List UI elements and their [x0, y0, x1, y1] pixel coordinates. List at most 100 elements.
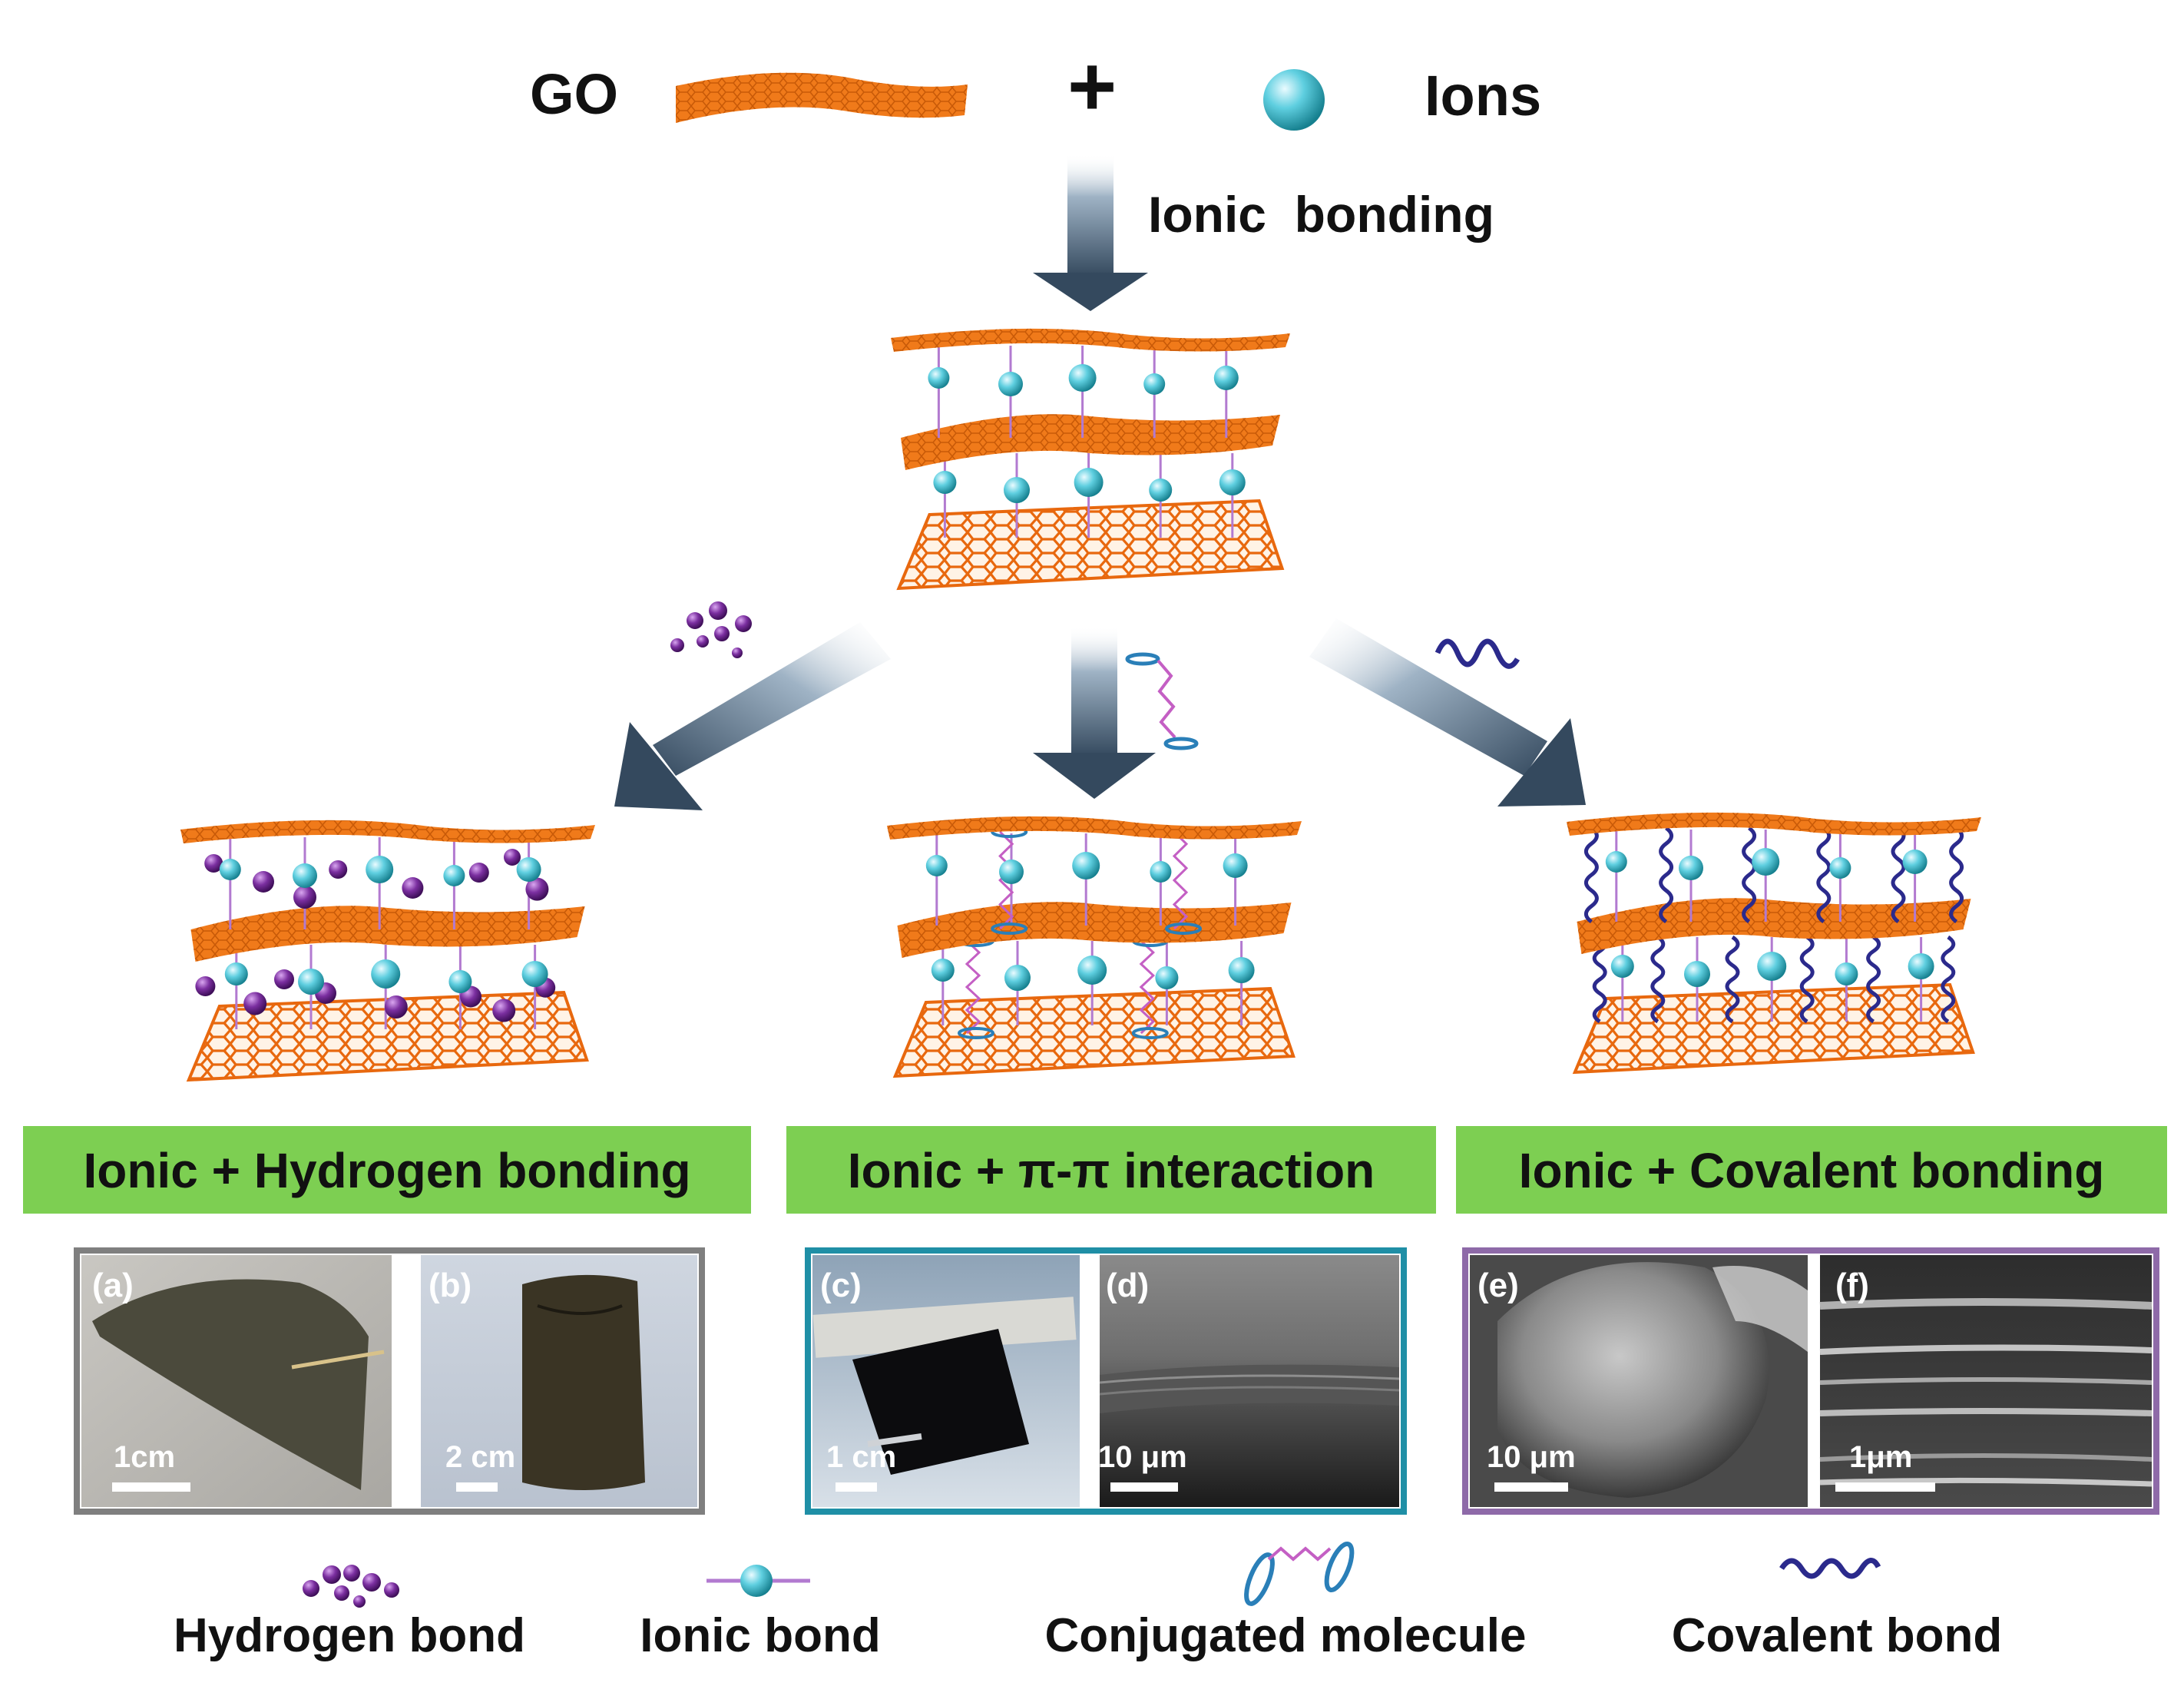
aromatic-ring — [1165, 922, 1202, 935]
ion-sphere — [1605, 851, 1627, 873]
category-title: Ionic + Covalent bonding — [1519, 1143, 2105, 1198]
hydrogen-bond-reagent-icon — [670, 601, 752, 658]
scale-bar — [1110, 1482, 1178, 1492]
ion-sphere — [1219, 469, 1246, 495]
ion-sphere — [1004, 965, 1031, 991]
hydrogen-sphere — [329, 860, 348, 879]
ion-sphere — [1004, 477, 1030, 503]
category-hydrogen: Ionic + Hydrogen bonding — [23, 1126, 751, 1214]
ionic-bonding-arrow — [1033, 154, 1148, 311]
conjugated-molecule-icon — [1244, 1541, 1355, 1606]
ion-sphere — [366, 856, 394, 883]
covalent-chain — [1816, 826, 1832, 924]
ion-sphere — [293, 863, 317, 888]
hydrogen-sphere — [384, 995, 408, 1019]
covalent-chain — [1725, 935, 1740, 1024]
scale-label: 10 μm — [1487, 1440, 1576, 1474]
ionic-bonding-step-label: Ionic bonding — [1148, 186, 1494, 243]
panel-group-hydrogen: (a) 1cm (b) 2 cm — [74, 1247, 705, 1515]
covalent-chain — [1799, 935, 1815, 1024]
legend-label: Ionic bond — [640, 1609, 880, 1662]
ion-sphere — [925, 855, 948, 876]
ion-sphere — [1155, 966, 1179, 989]
photo-panel-a: (a) 1cm — [81, 1255, 392, 1507]
panel-group-pi-pi: (c) 1 cm (d) 10 μm — [805, 1247, 1407, 1515]
ion-sphere-rod-icon — [706, 1565, 810, 1597]
go-sheet-icon — [676, 72, 968, 123]
scale-label: 1cm — [114, 1440, 175, 1474]
hydrogen-sphere — [253, 871, 274, 893]
category-title: Ionic + Hydrogen bonding — [83, 1143, 690, 1198]
covalent-chain — [1891, 826, 1906, 924]
legend-item-ionic: Ionic bond — [640, 1565, 881, 1662]
hydrogen-sphere — [525, 877, 549, 901]
scale-label: 2 cm — [445, 1440, 515, 1474]
panel-id: (d) — [1106, 1267, 1149, 1304]
hydrogen-sphere — [274, 969, 294, 989]
scale-label: 10 μm — [1098, 1440, 1187, 1474]
hydrogen-ionic-stack — [180, 820, 595, 1082]
legend-label: Hydrogen bond — [174, 1609, 525, 1662]
conjugated-linker — [1139, 939, 1155, 1035]
ion-sphere — [516, 857, 541, 882]
legend-item-covalent: Covalent bond — [1672, 1558, 2002, 1662]
hydrogen-sphere — [243, 992, 267, 1015]
ions-label: Ions — [1425, 64, 1541, 128]
conjugated-linker — [998, 830, 1014, 930]
scale-bar — [456, 1482, 498, 1492]
covalent-chain — [1866, 935, 1881, 1024]
scale-bar — [836, 1482, 877, 1492]
photo-panel-c: (c) 1 cm — [812, 1255, 1080, 1507]
hydrogen-sphere — [504, 849, 521, 866]
hydrogen-sphere — [732, 648, 743, 658]
ion-sphere — [1072, 852, 1100, 879]
ion-sphere — [448, 970, 472, 993]
ion-sphere — [931, 959, 955, 982]
scale-label: 1 cm — [826, 1440, 896, 1474]
ion-sphere — [371, 959, 401, 989]
ion-sphere — [999, 860, 1024, 884]
legend-label: Conjugated molecule — [1045, 1609, 1527, 1662]
covalent-chain — [1583, 826, 1599, 924]
ion-sphere — [1684, 961, 1710, 987]
category-covalent: Ionic + Covalent bonding — [1456, 1126, 2167, 1214]
pi-pi-ionic-stack — [887, 816, 1302, 1078]
panel-id: (a) — [92, 1267, 134, 1304]
conjugated-linker — [1172, 830, 1189, 930]
hydrogen-sphere — [402, 877, 424, 899]
covalent-wave-icon — [1779, 1558, 1881, 1579]
hydrogen-sphere — [709, 601, 727, 620]
legend-item-hydrogen: Hydrogen bond — [174, 1565, 525, 1662]
conjugated-molecule-reagent-icon — [1125, 652, 1199, 750]
hydrogen-sphere — [492, 999, 516, 1022]
ion-sphere — [1213, 366, 1239, 390]
covalent-chain — [1659, 826, 1674, 924]
ion-sphere — [298, 969, 324, 995]
covalent-ionic-stack — [1567, 812, 1981, 1075]
ion-sphere — [1752, 848, 1780, 876]
ion-sphere — [928, 367, 950, 389]
hydrogen-sphere — [468, 863, 489, 883]
hydrogen-sphere — [714, 626, 730, 641]
ion-sphere — [1150, 861, 1172, 883]
ion-sphere — [224, 962, 248, 985]
ion-sphere — [1077, 956, 1107, 985]
panel-id: (c) — [820, 1267, 862, 1304]
covalent-chain — [1949, 826, 1964, 924]
ion-sphere-icon — [1263, 69, 1325, 131]
covalent-chain — [1592, 935, 1607, 1024]
category-title: Ionic + π-π interaction — [848, 1143, 1375, 1198]
ion-sphere — [1829, 857, 1851, 879]
sem-panel-e: (e) 10 μm — [1470, 1255, 1808, 1507]
purple-spheres-icon — [303, 1565, 399, 1608]
hydrogen-sphere — [293, 886, 316, 909]
ion-sphere — [1757, 952, 1787, 981]
photo-panel-b: (b) 2 cm — [421, 1255, 697, 1507]
ion-sphere — [1074, 468, 1104, 497]
ion-sphere — [1610, 955, 1634, 978]
ion-sphere — [1223, 853, 1248, 878]
ion-sphere — [1835, 962, 1858, 985]
scale-bar — [1835, 1482, 1935, 1492]
hydrogen-sphere — [735, 615, 752, 632]
legend: Hydrogen bond Ionic bond Conjugated mole… — [174, 1541, 2002, 1662]
